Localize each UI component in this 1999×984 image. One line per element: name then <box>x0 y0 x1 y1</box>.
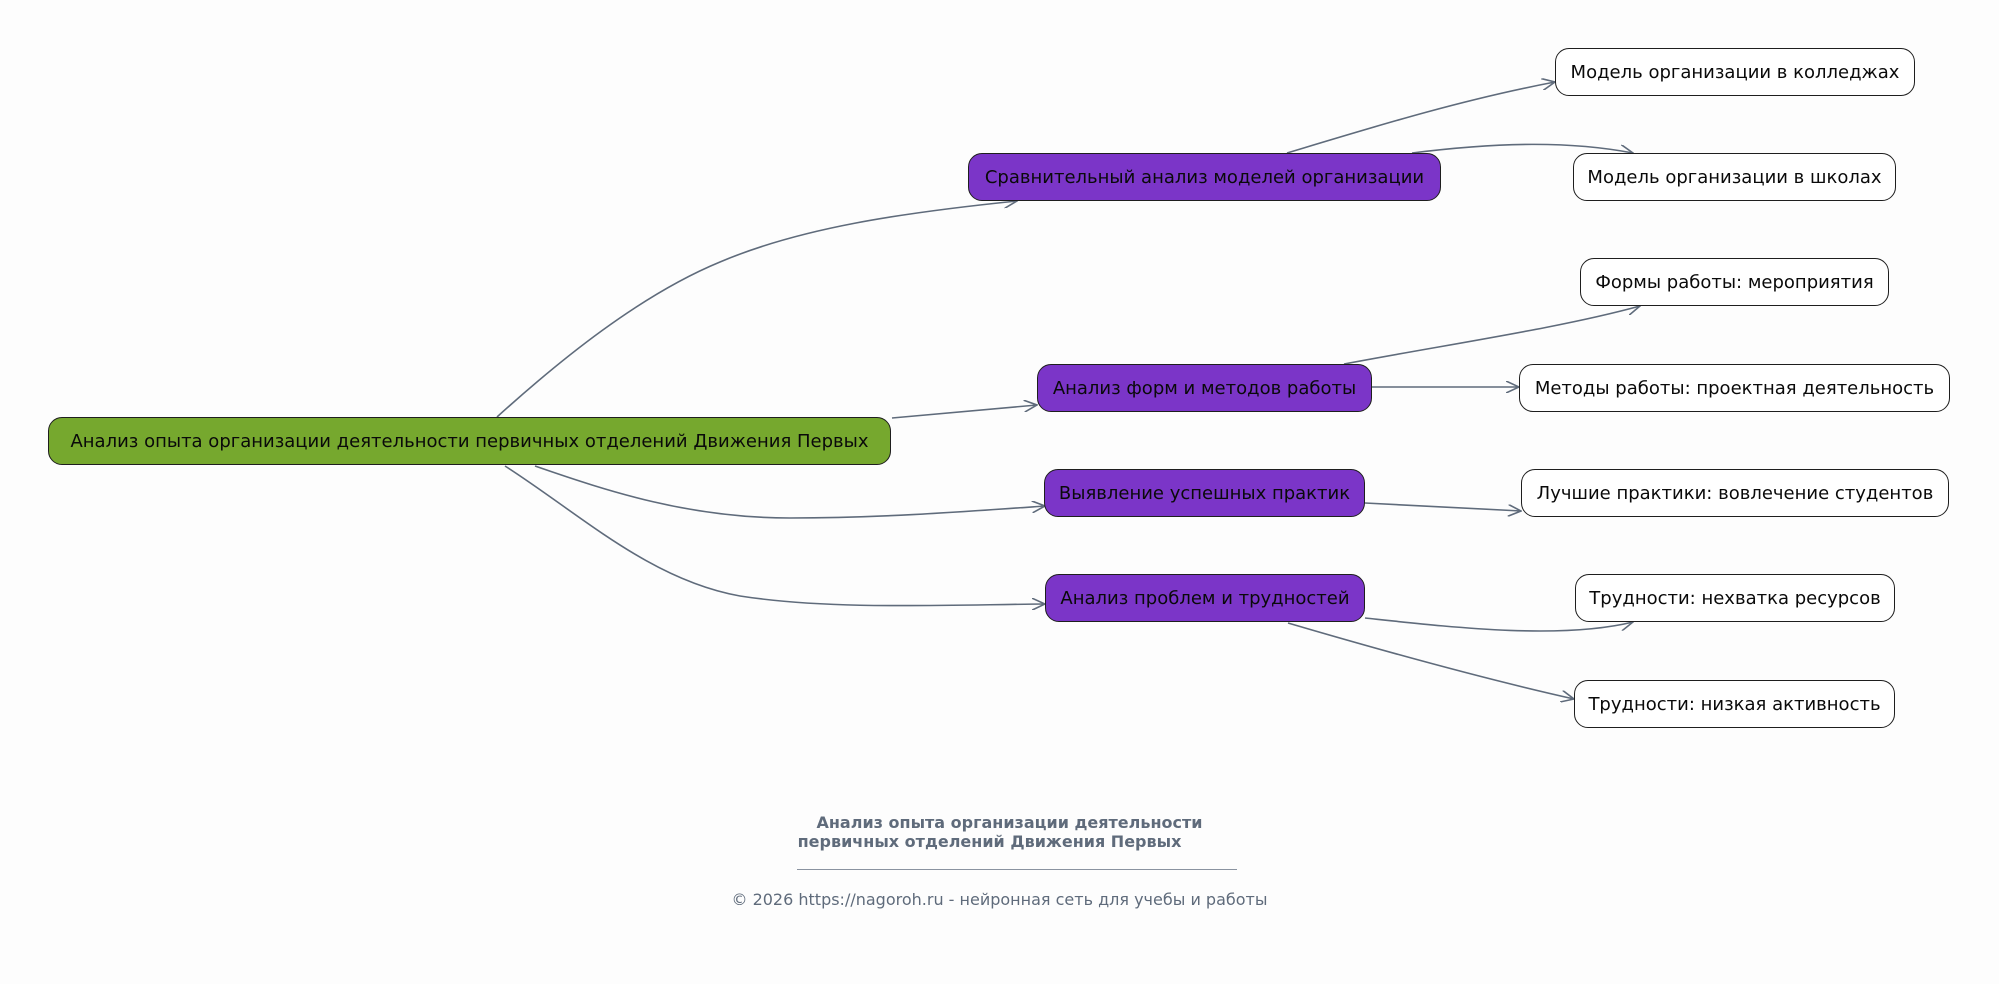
caption-title-line-2: первичных отделений Движения Первых <box>797 832 1182 851</box>
branch-node-label: Анализ проблем и трудностей <box>1060 587 1350 609</box>
copyright-footer: © 2026 https://nagoroh.ru - нейронная се… <box>731 890 1268 909</box>
edge-branch-4-leaf-2 <box>1287 622 1574 699</box>
leaf-node-schools-model[interactable]: Модель организации в школах <box>1573 153 1896 201</box>
edge-branch-2-leaf-1 <box>1343 306 1640 365</box>
branch-node-forms-methods[interactable]: Анализ форм и методов работы <box>1037 364 1372 412</box>
leaf-node-label: Трудности: нехватка ресурсов <box>1589 587 1881 609</box>
edge-branch-1-leaf-2 <box>1411 143 1633 153</box>
leaf-node-label: Модель организации в колледжах <box>1570 61 1900 83</box>
root-node-label: Анализ опыта организации деятельности пе… <box>70 430 869 452</box>
leaf-node-colleges-model[interactable]: Модель организации в колледжах <box>1555 48 1915 96</box>
branch-node-label: Сравнительный анализ моделей организации <box>984 166 1425 188</box>
leaf-node-label: Формы работы: мероприятия <box>1595 271 1874 293</box>
edge-root-branch-3 <box>534 465 1045 519</box>
leaf-node-label: Трудности: низкая активность <box>1588 693 1881 715</box>
caption-title-line-1: Анализ опыта организации деятельности <box>816 813 1203 832</box>
leaf-node-methods-projects[interactable]: Методы работы: проектная деятельность <box>1519 364 1950 412</box>
caption-divider <box>797 869 1237 870</box>
edge-branch-3-leaf-1 <box>1364 502 1521 511</box>
branch-node-success-practices[interactable]: Выявление успешных практик <box>1044 469 1365 517</box>
edge-branch-4-leaf-1 <box>1364 617 1633 632</box>
leaf-node-low-activity[interactable]: Трудности: низкая активность <box>1574 680 1895 728</box>
edge-root-branch-1 <box>496 201 1017 418</box>
branch-node-label: Анализ форм и методов работы <box>1052 377 1357 399</box>
root-node[interactable]: Анализ опыта организации деятельности пе… <box>48 417 891 465</box>
edge-branch-1-leaf-1 <box>1286 82 1555 154</box>
branch-node-label: Выявление успешных практик <box>1058 482 1351 504</box>
edge-root-branch-2 <box>891 405 1037 419</box>
leaf-node-label: Лучшие практики: вовлечение студентов <box>1536 482 1934 504</box>
leaf-node-forms-events[interactable]: Формы работы: мероприятия <box>1580 258 1889 306</box>
leaf-node-label: Методы работы: проектная деятельность <box>1534 377 1935 399</box>
leaf-node-label: Модель организации в школах <box>1587 166 1882 188</box>
leaf-node-best-practices[interactable]: Лучшие практики: вовлечение студентов <box>1521 469 1949 517</box>
edge-root-branch-4 <box>504 465 1045 606</box>
branch-node-comparative-analysis[interactable]: Сравнительный анализ моделей организации <box>968 153 1441 201</box>
branch-node-problems[interactable]: Анализ проблем и трудностей <box>1045 574 1365 622</box>
leaf-node-lack-resources[interactable]: Трудности: нехватка ресурсов <box>1575 574 1895 622</box>
diagram-caption-title: Анализ опыта организации деятельности пе… <box>0 813 1999 851</box>
